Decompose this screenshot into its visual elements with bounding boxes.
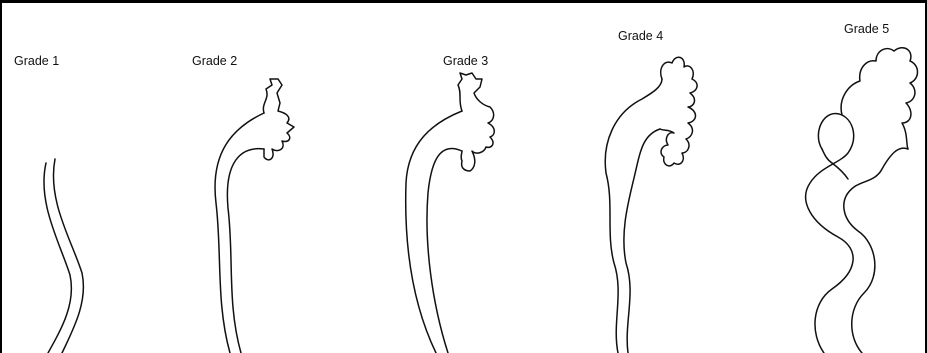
grade-1-ureter [44,159,83,353]
grade-4-kidney [605,57,697,353]
hydronephrosis-grading-drawing [2,3,925,353]
grade-2-kidney [215,79,294,353]
grade-5-kidney [806,48,918,353]
grade-3-kidney [406,73,495,353]
